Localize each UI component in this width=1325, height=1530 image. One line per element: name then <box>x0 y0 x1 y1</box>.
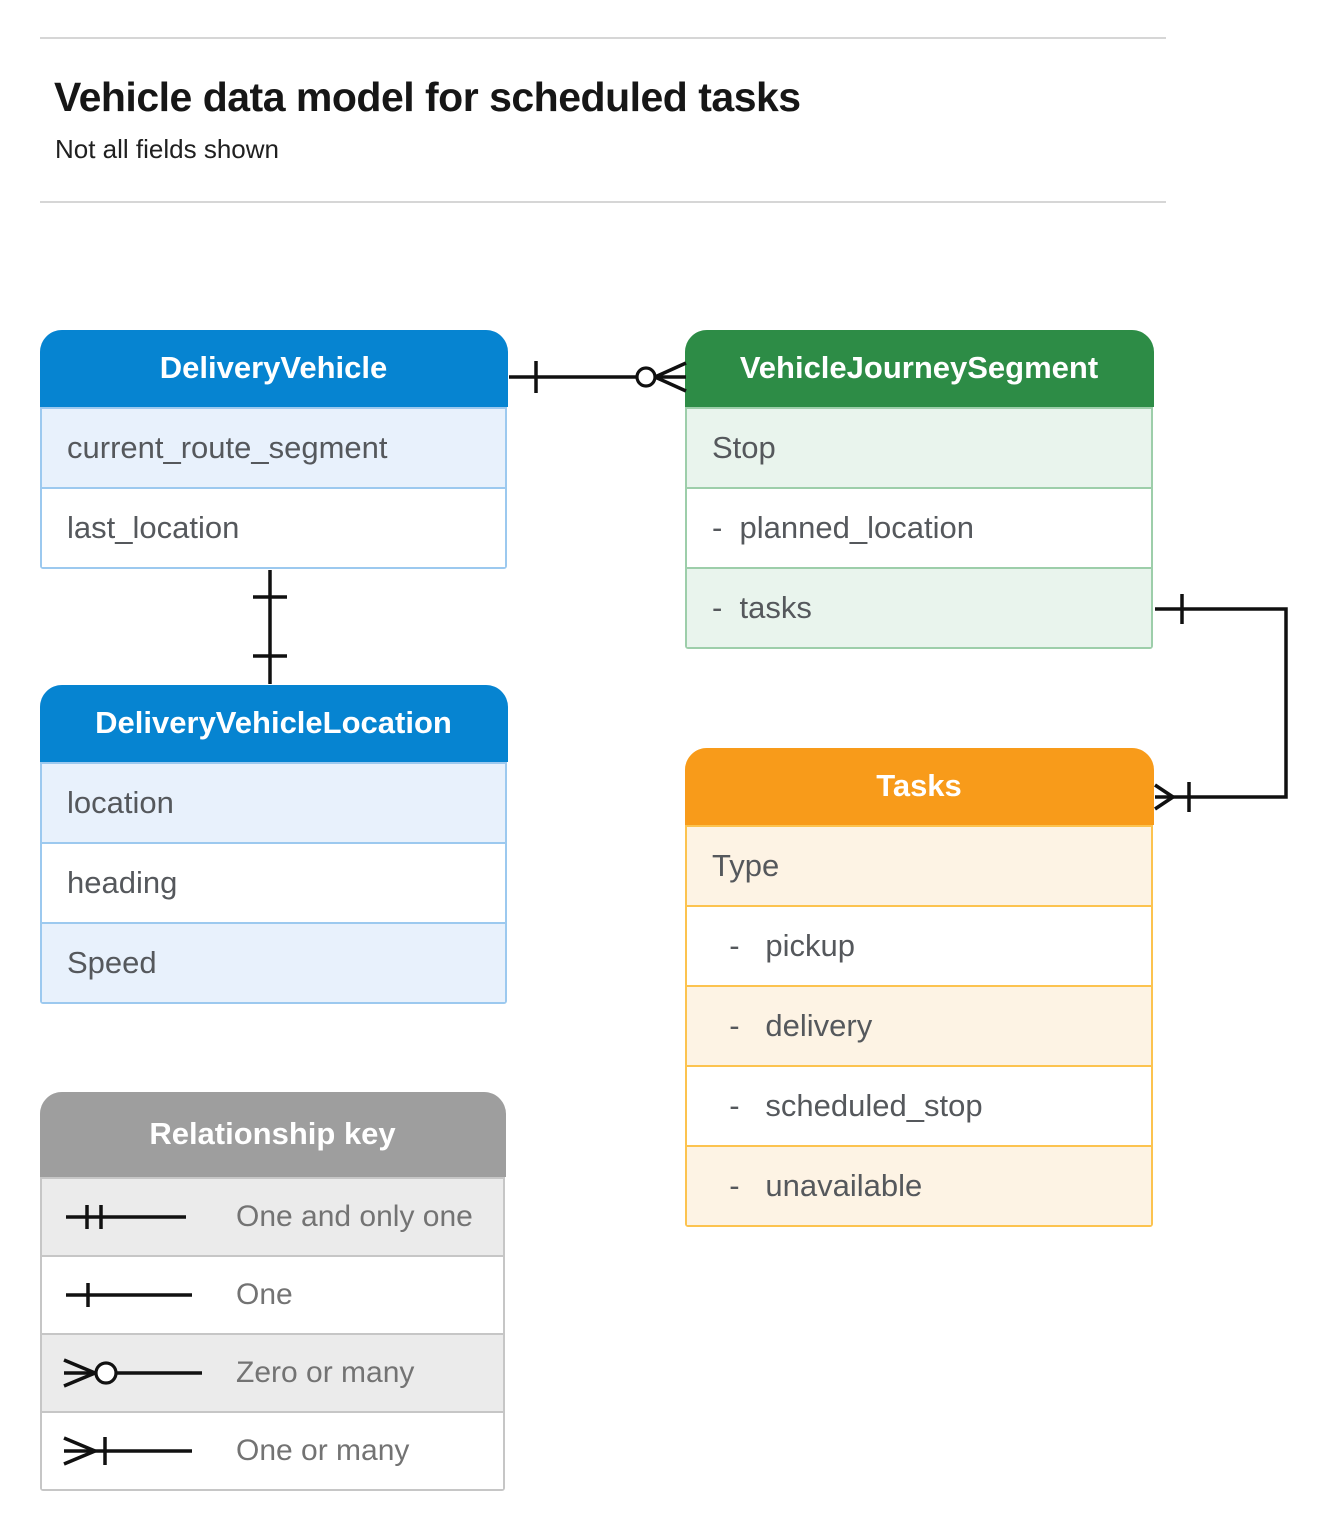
subtitle-divider <box>40 201 1166 203</box>
field-label: location <box>67 784 174 820</box>
field-label: - unavailable <box>712 1167 923 1203</box>
entity-field-row: current_route_segment <box>42 406 505 487</box>
legend-label: Zero or many <box>236 1355 415 1389</box>
legend-row-one: One <box>42 1254 503 1333</box>
entity-field-row: location <box>42 761 505 842</box>
entity-field-row: Type <box>687 824 1151 905</box>
legend-row-zero-or-many: Zero or many <box>42 1332 503 1411</box>
top-divider <box>40 37 1166 39</box>
entity-field-row: Stop <box>687 406 1151 487</box>
entity-field-row: last_location <box>42 486 505 567</box>
entity-header: DeliveryVehicle <box>39 329 508 407</box>
field-label: - planned_location <box>712 509 974 545</box>
field-label: Speed <box>67 944 157 980</box>
field-label: Type <box>712 847 780 883</box>
field-label: heading <box>67 864 178 900</box>
one-and-only-one-symbol <box>66 1204 186 1229</box>
field-label: - tasks <box>712 589 812 625</box>
legend-header: Relationship key <box>39 1091 506 1177</box>
entity-header: DeliveryVehicleLocation <box>39 684 508 762</box>
legend-row-one-or-many: One or many <box>42 1410 503 1489</box>
field-label: Stop <box>712 429 776 465</box>
one-symbol <box>66 1282 192 1307</box>
field-label: last_location <box>67 509 240 545</box>
entity-field-row: - unavailable <box>687 1144 1151 1225</box>
connector-vehicle-to-journeysegment <box>509 361 687 393</box>
field-label: - scheduled_stop <box>712 1087 983 1123</box>
field-label: current_route_segment <box>67 429 388 465</box>
entity-vehicle-journey-segment: VehicleJourneySegment Stop - planned_loca… <box>684 329 1154 649</box>
entity-header: Tasks <box>684 747 1154 825</box>
legend-label: One <box>236 1277 293 1311</box>
one-or-many-symbol <box>63 1435 192 1466</box>
entity-field-row: heading <box>42 841 505 922</box>
relationship-key: Relationship key One and only one One <box>39 1091 506 1491</box>
connector-journeysegment-to-tasks <box>1154 594 1288 812</box>
connector-vehicle-to-location <box>253 570 287 684</box>
zero-or-many-symbol <box>63 1357 202 1388</box>
entity-field-row: - pickup <box>687 904 1151 985</box>
entity-field-row: Speed <box>42 921 505 1002</box>
page-subtitle: Not all fields shown <box>55 134 279 164</box>
legend-label: One or many <box>236 1433 410 1467</box>
legend-row-one-and-only-one: One and only one <box>42 1176 503 1255</box>
legend-label: One and only one <box>236 1199 473 1233</box>
field-label: - delivery <box>712 1007 873 1043</box>
entity-field-row: - scheduled_stop <box>687 1064 1151 1145</box>
page-title: Vehicle data model for scheduled tasks <box>54 74 801 120</box>
entity-field-row: - delivery <box>687 984 1151 1065</box>
entity-header: VehicleJourneySegment <box>684 329 1154 407</box>
entity-tasks: Tasks Type - pickup - delivery - schedul… <box>684 747 1154 1227</box>
entity-field-row: - planned_location <box>687 486 1151 567</box>
field-label: - pickup <box>712 927 855 963</box>
entity-field-row: - tasks <box>687 566 1151 647</box>
